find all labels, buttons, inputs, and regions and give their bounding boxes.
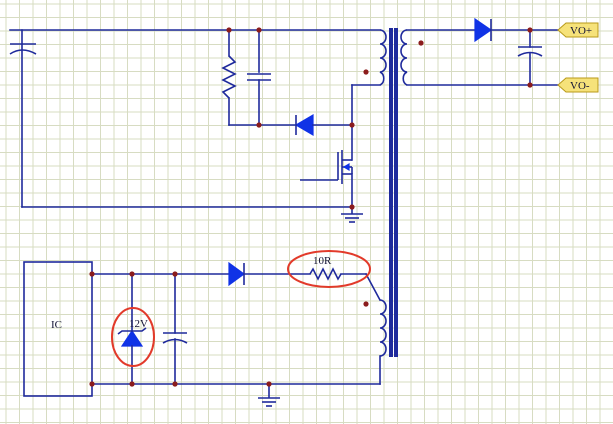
junction-node bbox=[89, 271, 95, 277]
zener-highlight-ellipse bbox=[111, 307, 155, 367]
primary-circuit bbox=[9, 29, 381, 223]
zener-voltage-label: 12V bbox=[129, 318, 148, 330]
winding-polarity-dot bbox=[418, 40, 424, 46]
winding-polarity-dot bbox=[363, 301, 369, 307]
junction-node bbox=[527, 82, 533, 88]
auxiliary-winding bbox=[379, 299, 387, 357]
junction-nodes bbox=[89, 27, 533, 387]
output-diode bbox=[474, 17, 493, 43]
junction-node bbox=[349, 122, 355, 128]
zener-diode bbox=[117, 327, 147, 347]
ic-chip bbox=[23, 261, 93, 397]
transformer bbox=[379, 28, 408, 357]
snubber-capacitor bbox=[247, 73, 271, 81]
junction-node bbox=[256, 122, 262, 128]
junction-node bbox=[129, 271, 135, 277]
vo-plus-terminal: VO+ bbox=[557, 22, 599, 38]
vo-plus-label: VO+ bbox=[570, 25, 592, 37]
aux-winding-lead bbox=[364, 272, 382, 302]
resistor-highlight-ellipse bbox=[287, 250, 371, 288]
junction-node bbox=[172, 271, 178, 277]
aux-ground-symbol bbox=[258, 384, 280, 407]
clamp-diode bbox=[294, 113, 314, 137]
secondary-circuit: VO+ VO- bbox=[406, 17, 599, 93]
junction-node bbox=[89, 381, 95, 387]
junction-node bbox=[266, 381, 272, 387]
junction-node bbox=[226, 27, 232, 33]
secondary-winding bbox=[400, 29, 408, 86]
junction-node bbox=[349, 204, 355, 210]
aux-rectifier-diode bbox=[228, 261, 246, 287]
winding-polarity-dot bbox=[363, 69, 369, 75]
auxiliary-circuit: IC 10R 12V bbox=[23, 255, 382, 407]
mosfet-switch bbox=[300, 150, 353, 184]
resistor-10r bbox=[309, 267, 342, 281]
junction-node bbox=[172, 381, 178, 387]
vo-minus-label: VO- bbox=[570, 80, 590, 92]
snubber-resistor bbox=[221, 55, 237, 99]
junction-node bbox=[527, 27, 533, 33]
vo-minus-terminal: VO- bbox=[557, 77, 599, 93]
input-capacitor bbox=[9, 43, 37, 55]
primary-winding bbox=[379, 29, 387, 86]
ic-label: IC bbox=[51, 319, 62, 331]
junction-node bbox=[129, 381, 135, 387]
resistor-value-label: 10R bbox=[313, 255, 332, 267]
junction-node bbox=[256, 27, 262, 33]
